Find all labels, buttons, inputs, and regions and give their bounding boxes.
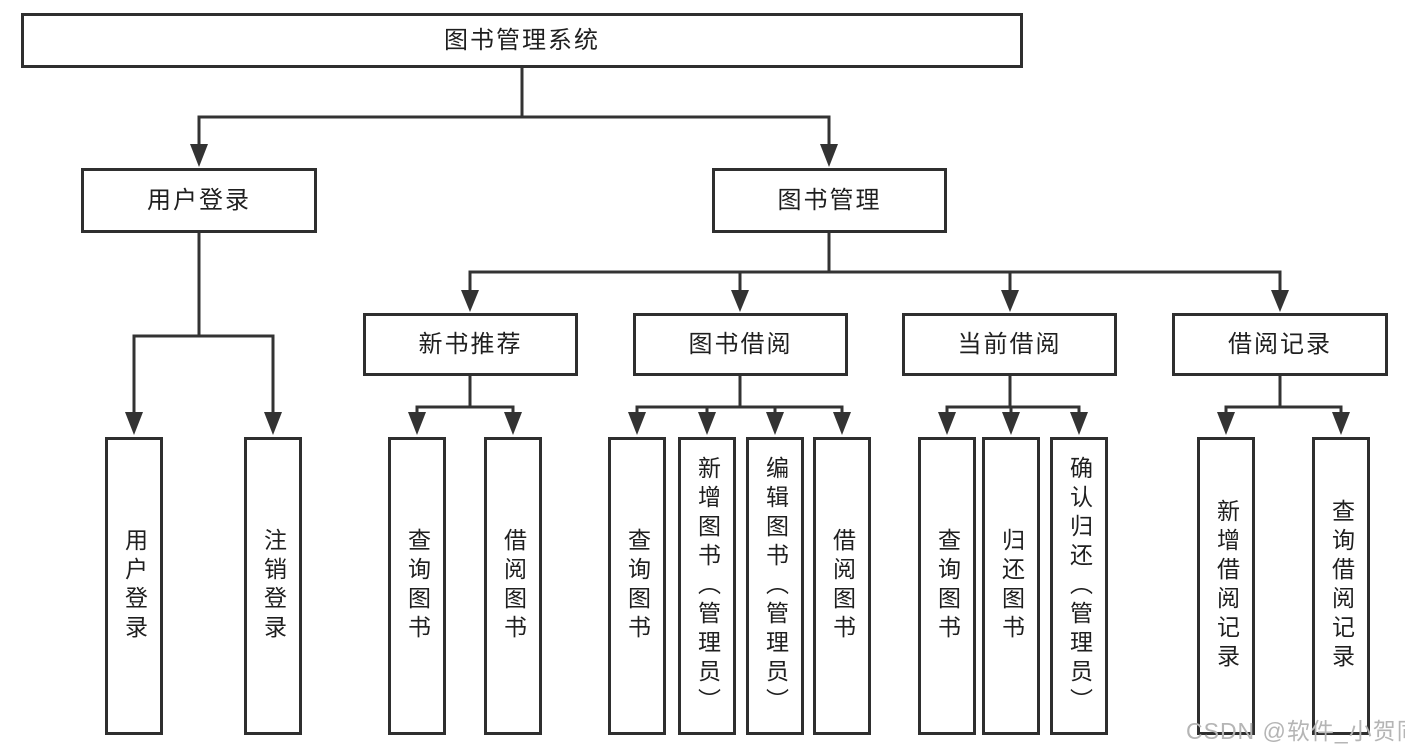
- leaf-borrow-books-recommend: 借阅图书: [484, 437, 542, 735]
- leaf-borrow-books: 借阅图书: [813, 437, 871, 735]
- leaf-user-login: 用户登录: [105, 437, 163, 735]
- leaf-confirm-return-admin: 确认归还（管理员）: [1050, 437, 1108, 735]
- leaf-query-books-current: 查询图书: [918, 437, 976, 735]
- leaf-logout: 注销登录: [244, 437, 302, 735]
- leaf-add-borrow-record: 新增借阅记录: [1197, 437, 1255, 735]
- node-current-borrow: 当前借阅: [902, 313, 1117, 376]
- leaf-add-book-admin: 新增图书（管理员）: [678, 437, 736, 735]
- csdn-watermark: CSDN @软件_小贺同学: [1186, 718, 1405, 744]
- leaf-edit-book-admin: 编辑图书（管理员）: [746, 437, 804, 735]
- leaf-query-borrow-record: 查询借阅记录: [1312, 437, 1370, 735]
- node-new-book-recommend: 新书推荐: [363, 313, 578, 376]
- node-root: 图书管理系统: [21, 13, 1023, 68]
- leaf-query-books-recommend: 查询图书: [388, 437, 446, 735]
- leaf-return-book: 归还图书: [982, 437, 1040, 735]
- node-user-login: 用户登录: [81, 168, 317, 233]
- node-book-borrow: 图书借阅: [633, 313, 848, 376]
- node-borrow-records: 借阅记录: [1172, 313, 1388, 376]
- leaf-query-books-borrow: 查询图书: [608, 437, 666, 735]
- node-book-management: 图书管理: [712, 168, 947, 233]
